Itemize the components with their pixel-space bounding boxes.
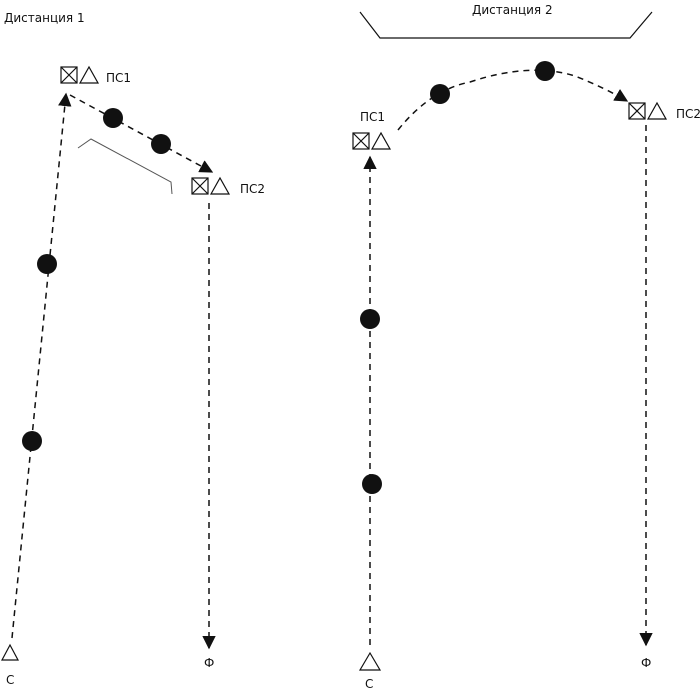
checkpoint-1-label: ПС1 [106,71,131,85]
distance-1-title: Дистанция 1 [4,11,85,25]
waypoint-dot [22,431,42,451]
waypoint-dot [360,309,380,329]
start-triangle-icon [358,651,382,671]
distance-2-title: Дистанция 2 [472,3,553,17]
route-segment [11,92,72,639]
checkpoint-1-icon [60,66,99,84]
waypoint-dot [37,254,57,274]
bracket [77,138,173,195]
waypoint-dot [362,474,382,494]
checkpoint-2-icon [628,102,667,120]
finish-label: Ф [641,656,651,670]
checkpoint-2-label: ПС2 [240,182,265,196]
waypoint-dot [430,84,450,104]
start-label: С [6,673,14,687]
route-segment [69,94,214,173]
start-triangle-icon [1,643,19,661]
checkpoint-1-icon [352,132,391,150]
route-segment [397,69,629,131]
checkpoint-1-label: ПС1 [360,110,385,124]
finish-label: Ф [204,656,214,670]
bracket [359,11,653,39]
distance-1: Дистанция 1 С ПС1 ПС2 Ф [1,11,265,687]
distance-2: Дистанция 2 ПС1 С ПС2 Ф [352,3,700,690]
waypoint-dot [535,61,555,81]
checkpoint-2-label: ПС2 [676,107,700,121]
waypoint-dot [151,134,171,154]
checkpoint-2-icon [191,177,230,195]
start-label: С [365,677,373,690]
waypoint-dot [103,108,123,128]
